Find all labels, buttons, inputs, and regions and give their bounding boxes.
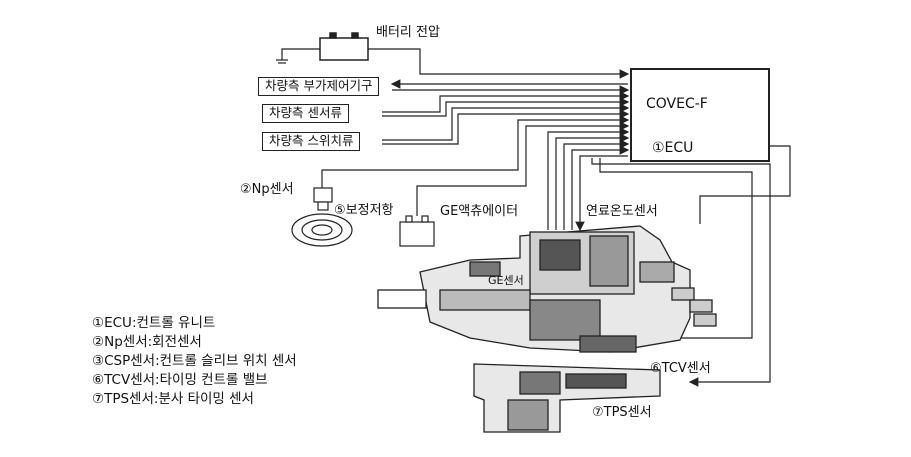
vehicle-sensors-box: 차량측 센서류 (262, 104, 349, 123)
ecu-unit-label: ①ECU (652, 140, 694, 156)
ge-sensor-label: GE센서 (488, 274, 524, 287)
vehicle-bus-wires (382, 79, 630, 145)
legend-item: ③CSP센서:컨트롤 슬리브 위치 센서 (92, 353, 297, 369)
ge-actuator-label: GE액츄에이터 (440, 204, 519, 219)
pump-wires (547, 127, 791, 387)
np-sensor-label: ②Np센서 (240, 182, 294, 197)
fuel-temp-sensor-label: 연료온도센서 (586, 204, 658, 219)
legend: ①ECU:컨트롤 유니트 ②Np센서:회전센서 ③CSP센서:컨트롤 슬리브 위… (92, 314, 297, 409)
battery-icon (319, 32, 369, 61)
legend-item: ②Np센서:회전센서 (92, 334, 202, 350)
correction-resistor-wire (416, 121, 630, 216)
tcv-sensor-label: ⑥TCV센서 (650, 361, 711, 376)
vehicle-aux-control-box: 차량측 부가제어기구 (258, 77, 380, 96)
tps-sensor-body (473, 363, 661, 433)
np-sensor-icon (291, 187, 353, 247)
battery-label: 배터리 전압 (376, 25, 440, 40)
correction-resistor-icon (399, 215, 435, 247)
battery-ground-wire (276, 48, 630, 79)
vehicle-switches-box: 차량측 스위치류 (262, 132, 361, 151)
np-sensor-wire (321, 115, 630, 188)
legend-item: ⑦TPS센서:분사 타이밍 센서 (92, 391, 254, 407)
ecu-box: COVEC-F ①ECU (630, 68, 770, 162)
tps-sensor-label: ⑦TPS센서 (592, 405, 652, 420)
correction-resistor-label: ⑤보정저항 (334, 203, 394, 218)
ecu-model-label: COVEC-F (646, 96, 708, 112)
legend-item: ⑥TCV센서:타이밍 컨트롤 밸브 (92, 372, 268, 388)
legend-item: ①ECU:컨트롤 유니트 (92, 315, 216, 331)
injection-pump-body (377, 225, 717, 353)
